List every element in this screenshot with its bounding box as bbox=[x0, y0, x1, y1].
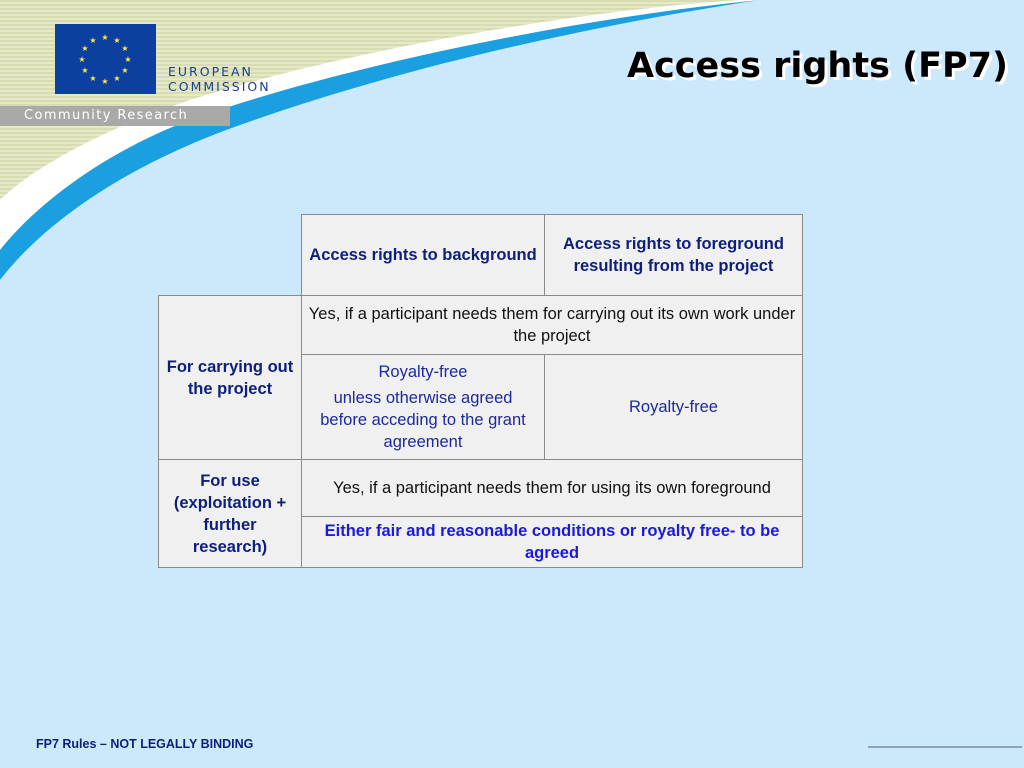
column-header-foreground: Access rights to foreground resulting fr… bbox=[544, 214, 803, 296]
svg-text:★: ★ bbox=[81, 66, 88, 75]
table-row: For use (exploitation + further research… bbox=[158, 459, 803, 568]
organisation-name: EUROPEAN COMMISSION bbox=[168, 64, 271, 94]
table-row: For carrying out the project Yes, if a p… bbox=[158, 295, 803, 460]
background-cell-carrying-out: Royalty-free unless otherwise agreed bef… bbox=[301, 354, 545, 460]
svg-text:★: ★ bbox=[81, 44, 88, 53]
organisation-line-2: COMMISSION bbox=[168, 79, 271, 94]
empty-corner-cell bbox=[158, 214, 302, 296]
royalty-free-text: Royalty-free bbox=[378, 363, 468, 381]
table-row: Either fair and reasonable conditions or… bbox=[159, 516, 803, 568]
svg-text:★: ★ bbox=[121, 44, 128, 53]
foreground-cell-carrying-out: Royalty-free bbox=[544, 354, 803, 460]
row-header-carrying-out: For carrying out the project bbox=[158, 295, 302, 460]
footer-divider bbox=[868, 746, 1022, 748]
shared-cell-for-use: Yes, if a participant needs them for usi… bbox=[301, 459, 803, 517]
svg-text:★: ★ bbox=[89, 36, 96, 45]
column-header-background: Access rights to background bbox=[301, 214, 545, 296]
svg-text:★: ★ bbox=[78, 55, 85, 64]
table-header-row: Access rights to background Access right… bbox=[158, 214, 803, 296]
banner-label: Community Research bbox=[24, 108, 189, 123]
slide-title: Access rights (FP7) bbox=[626, 46, 1008, 86]
row-header-for-use: For use (exploitation + further research… bbox=[158, 459, 302, 568]
svg-text:★: ★ bbox=[101, 33, 108, 42]
svg-text:★: ★ bbox=[124, 55, 131, 64]
svg-text:★: ★ bbox=[89, 74, 96, 83]
unless-agreed-text: unless otherwise agreed before acceding … bbox=[320, 389, 526, 451]
shared-cell-carrying-out: Yes, if a participant needs them for car… bbox=[301, 295, 803, 355]
organisation-line-1: EUROPEAN bbox=[168, 64, 253, 79]
svg-text:★: ★ bbox=[121, 66, 128, 75]
svg-text:★: ★ bbox=[113, 36, 120, 45]
eu-flag-logo: ★ ★ ★ ★ ★ ★ ★ ★ ★ ★ ★ ★ bbox=[55, 24, 156, 94]
svg-text:★: ★ bbox=[101, 77, 108, 86]
footer-disclaimer: FP7 Rules – NOT LEGALLY BINDING bbox=[36, 737, 254, 751]
svg-text:★: ★ bbox=[113, 74, 120, 83]
eu-flag-icon: ★ ★ ★ ★ ★ ★ ★ ★ ★ ★ ★ ★ bbox=[78, 33, 131, 86]
banner: Community Research bbox=[0, 106, 230, 126]
access-rights-table: Access rights to background Access right… bbox=[158, 214, 803, 568]
fair-reasonable-cell: Either fair and reasonable conditions or… bbox=[301, 516, 803, 568]
table-row: Royalty-free unless otherwise agreed bef… bbox=[159, 354, 803, 460]
